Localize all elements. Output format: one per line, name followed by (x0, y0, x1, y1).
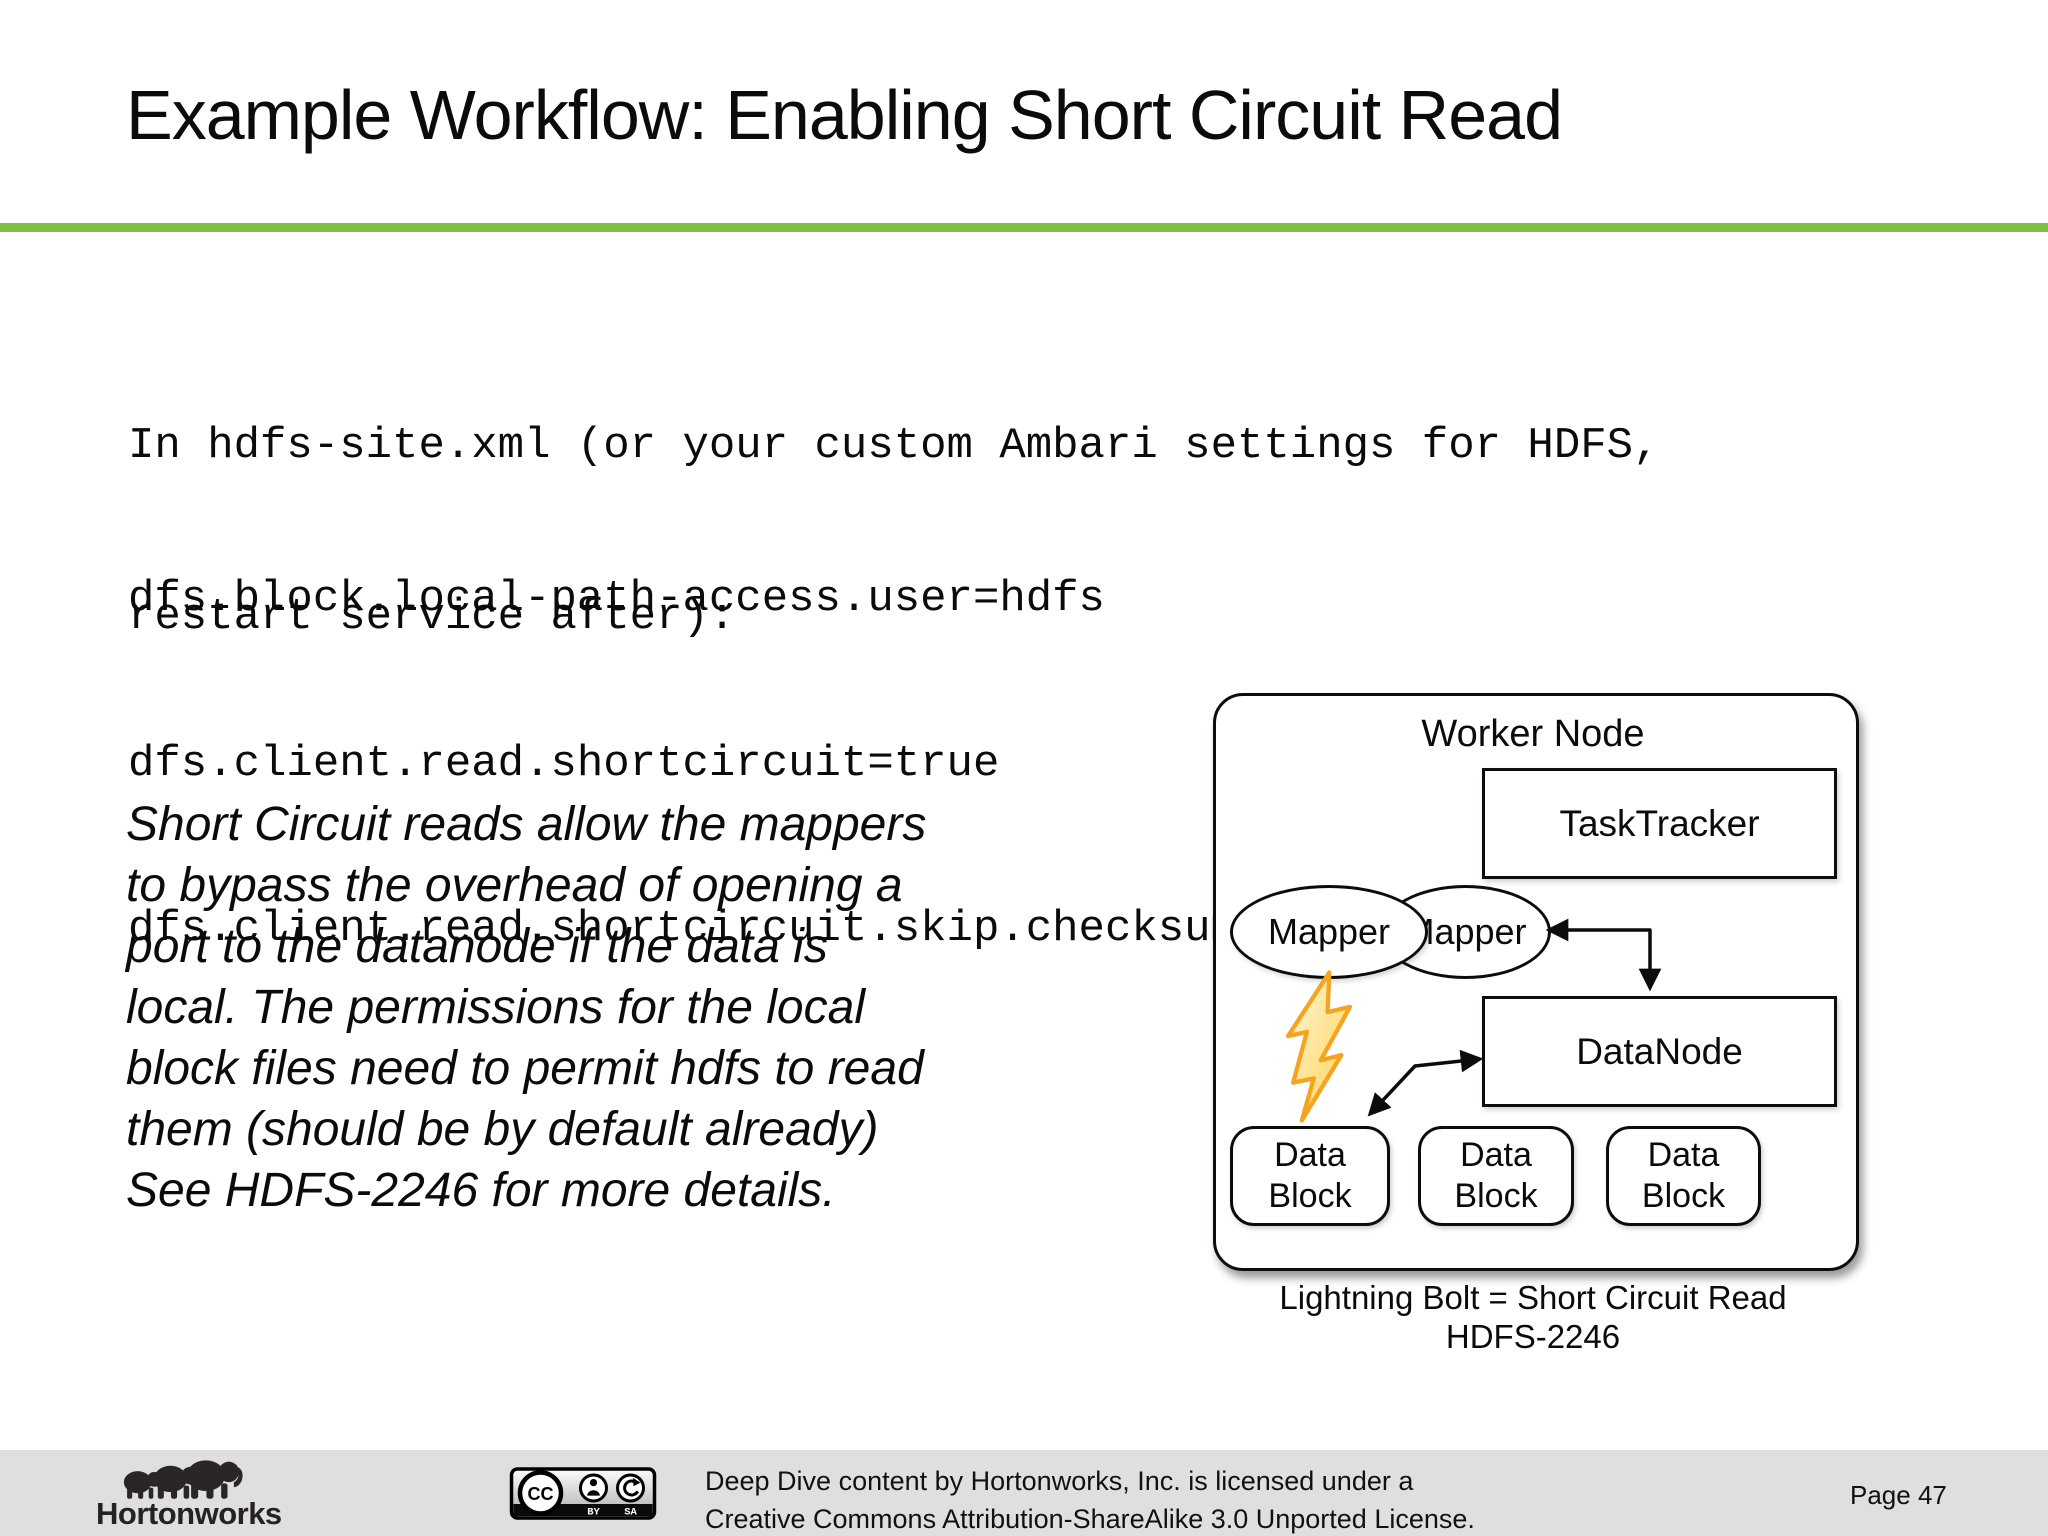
footer-bar: Hortonworks CC BY S (0, 1450, 2048, 1536)
tasktracker-label: TaskTracker (1559, 802, 1760, 844)
cc-icon-label: CC (528, 1484, 554, 1504)
body-line: them (should be by default already) (126, 1103, 879, 1156)
datanode-box: DataNode (1482, 996, 1837, 1107)
hortonworks-logo-text: Hortonworks (96, 1496, 282, 1531)
data-block-1: Data Block (1230, 1126, 1390, 1226)
lightning-bolt-icon (1285, 970, 1353, 1123)
body-line: to bypass the overhead of opening a (126, 859, 903, 912)
mapper-front-label: Mapper (1267, 911, 1391, 952)
lightning-bolt-shape (1285, 970, 1353, 1123)
config-property: dfs.block.local-path-access.user=hdfs (128, 574, 1105, 624)
datanode-label: DataNode (1576, 1030, 1743, 1072)
body-line: Short Circuit reads allow the mappers (126, 798, 927, 851)
cc-icon (517, 1470, 564, 1516)
data-block-3: Data Block (1606, 1126, 1761, 1226)
body-line: block files need to permit hdfs to read (126, 1042, 924, 1095)
worker-node-diagram: Worker Node TaskTracker Mapper Mapper Da… (1183, 685, 1883, 1385)
body-line: local. The permissions for the local (126, 981, 865, 1034)
config-intro-text: In hdfs-site.xml (or your custom Ambari … (128, 304, 1659, 760)
mapper-ellipse-back: Mapper (1380, 885, 1551, 979)
license-line: Creative Commons Attribution-ShareAlike … (705, 1504, 1475, 1534)
page-title: Example Workflow: Enabling Short Circuit… (126, 76, 1563, 154)
mapper-ellipse-front: Mapper (1230, 885, 1428, 979)
config-intro-line: restart service after): (128, 592, 736, 642)
config-intro-line: In hdfs-site.xml (or your custom Ambari … (128, 421, 1660, 471)
body-paragraph: Short Circuit reads allow the mappers to… (126, 794, 926, 1221)
cc-by-label: BY (587, 1507, 600, 1519)
tasktracker-box: TaskTracker (1482, 768, 1837, 879)
config-property: dfs.client.read.shortcircuit=true (128, 739, 1000, 789)
config-property: dfs.client.read.shortcircuit.skip.checks… (128, 904, 1396, 954)
cc-sa-label: SA (624, 1507, 637, 1519)
license-text: Deep Dive content by Hortonworks, Inc. i… (705, 1462, 1475, 1536)
config-properties-text: dfs.block.local-path-access.user=hdfs df… (128, 462, 1395, 1067)
diagram-caption-line2: HDFS-2246 (1445, 1318, 1621, 1355)
license-line: Deep Dive content by Hortonworks, Inc. i… (705, 1466, 1414, 1496)
diagram-caption-line1: Lightning Bolt = Short Circuit Read (1279, 1279, 1787, 1316)
data-block-label: Data Block (1454, 1136, 1538, 1215)
title-accent-rule (0, 223, 2048, 232)
sharealike-arrow-icon (616, 1473, 645, 1503)
cc-license-badge: CC BY SA (509, 1467, 657, 1520)
worker-node-label: Worker Node (1421, 713, 1645, 755)
body-line: See HDFS-2246 for more details. (126, 1164, 836, 1217)
attribution-person-icon (579, 1473, 608, 1503)
data-block-2: Data Block (1418, 1126, 1574, 1226)
body-line: port to the datanode if the data is (126, 920, 828, 973)
page-number: Page 47 (1850, 1480, 1947, 1510)
hortonworks-elephants-icon (123, 1460, 243, 1499)
data-block-label: Data Block (1268, 1136, 1352, 1215)
data-block-label: Data Block (1641, 1136, 1726, 1215)
